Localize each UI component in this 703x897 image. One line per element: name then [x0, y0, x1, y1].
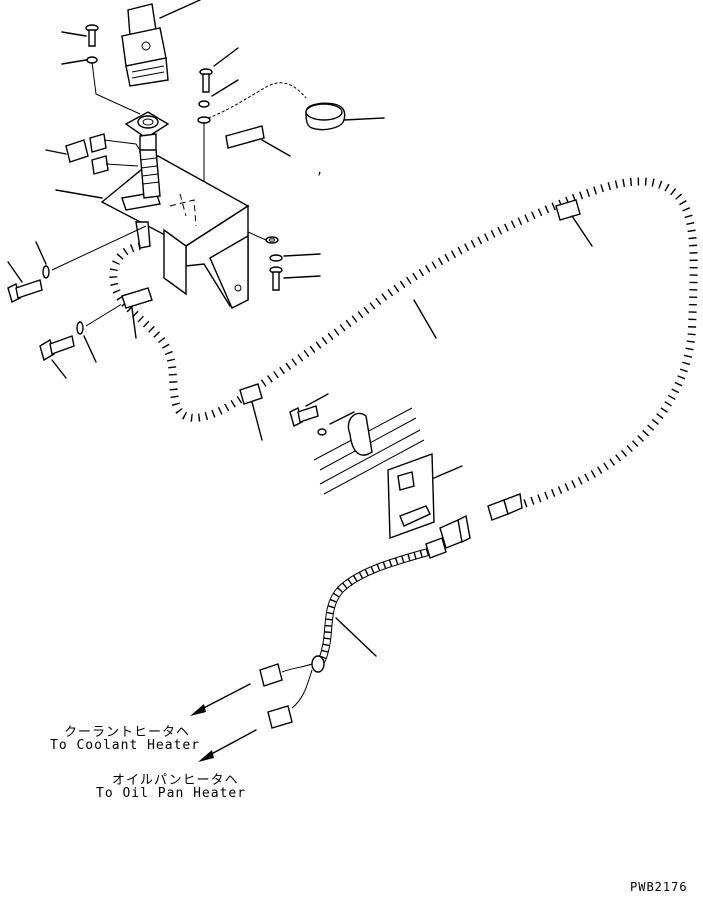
oil-pan-heater-label-en: To Oil Pan Heater: [96, 786, 247, 801]
coolant-heater-connector: [259, 663, 283, 687]
harness-clamp-2: [239, 383, 263, 441]
oil-pan-heater-label-jp: オイルパンヒータヘ: [112, 773, 239, 788]
drawing-number: PWB2176: [630, 880, 688, 894]
bracket-right-fasteners: [247, 231, 321, 291]
oil-pan-heater-connector: [267, 705, 293, 729]
svg-text:,: ,: [316, 163, 323, 177]
left-bolt-upper: [7, 225, 147, 304]
oilpan-direction-arrow: [198, 729, 257, 762]
coolant-heater-label-jp: クーラントヒータヘ: [64, 725, 191, 740]
screw-top-left: [61, 24, 141, 115]
label-plate: ,: [225, 125, 323, 177]
socket-receptacle: [124, 111, 170, 153]
mounting-bracket: [55, 155, 250, 309]
top-plug-connector: [121, 0, 201, 87]
harness-callout-line: [413, 299, 437, 339]
heater-harness: [281, 514, 471, 709]
clamp-bolt: [289, 393, 355, 436]
harness-clamp-3: [555, 199, 593, 247]
clamp-bracket-assembly: [313, 407, 463, 539]
coolant-heater-label-en: To Coolant Heater: [50, 738, 201, 753]
chain-with-cap: [207, 82, 385, 131]
coolant-direction-arrow: [190, 683, 251, 716]
screw-center-top: [197, 47, 239, 190]
harness-end-connector: [487, 493, 523, 521]
harness-clamp-1: [121, 287, 153, 339]
harness-bracket-section: [135, 149, 161, 249]
relay-connector-left: [45, 133, 147, 175]
main-wiring-harness: [109, 177, 698, 510]
